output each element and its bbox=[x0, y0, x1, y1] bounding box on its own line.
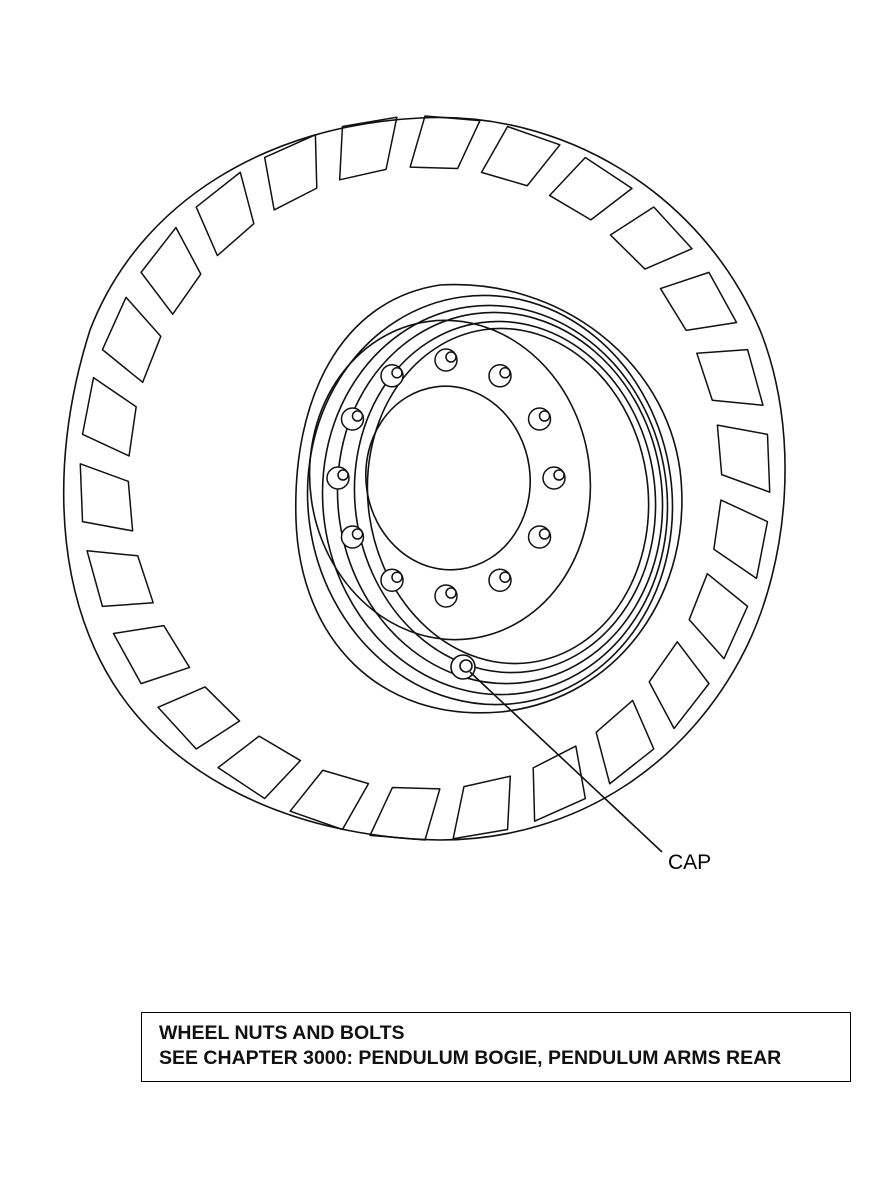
wheel-stud bbox=[499, 571, 511, 583]
tread-lug bbox=[609, 206, 693, 270]
tread-lug bbox=[548, 156, 633, 221]
tread-lug bbox=[696, 348, 764, 406]
wheel-stud bbox=[351, 410, 364, 422]
tread-lug bbox=[532, 745, 587, 822]
tread-lug bbox=[217, 735, 302, 800]
note-title: WHEEL NUTS AND BOLTS bbox=[159, 1022, 405, 1044]
wheel-stud bbox=[538, 528, 551, 540]
callout-label-cap: CAP bbox=[668, 851, 712, 874]
tread-lug bbox=[452, 775, 512, 840]
tire-outer-outline bbox=[62, 116, 786, 841]
wheel-stud bbox=[391, 367, 403, 379]
tread-lug bbox=[112, 624, 191, 685]
rim-ring-outer bbox=[306, 294, 674, 706]
wheel-stud bbox=[445, 587, 457, 599]
tread-lug bbox=[81, 376, 137, 457]
tread-lug bbox=[289, 769, 370, 831]
wheel-stud bbox=[351, 528, 364, 540]
wheel-stud bbox=[391, 571, 403, 583]
tread-lug bbox=[369, 786, 441, 841]
tread-lug bbox=[659, 271, 738, 332]
tread-lug bbox=[195, 171, 255, 257]
rim-ring-3 bbox=[336, 311, 664, 685]
tread-lug bbox=[157, 686, 241, 750]
tread-lug bbox=[595, 699, 655, 785]
note-box: WHEEL NUTS AND BOLTS SEE CHAPTER 3000: P… bbox=[141, 1012, 851, 1082]
rim-ring-5 bbox=[366, 327, 650, 665]
note-reference: SEE CHAPTER 3000: PENDULUM BOGIE, PENDUL… bbox=[159, 1047, 782, 1069]
wheel-stud bbox=[538, 410, 551, 422]
tire-sidewall bbox=[295, 283, 683, 714]
callout-leader-line bbox=[469, 671, 663, 853]
tread-lug bbox=[713, 499, 769, 580]
wheel-stud bbox=[337, 469, 349, 481]
tread-lug bbox=[140, 226, 202, 315]
tread-lug bbox=[648, 641, 710, 730]
tread-lug bbox=[409, 115, 481, 170]
rim-ring-4 bbox=[353, 320, 657, 674]
tread-lug bbox=[338, 116, 398, 181]
tread-lugs bbox=[79, 115, 771, 841]
wheel-stud bbox=[445, 351, 457, 363]
tread-lug bbox=[716, 424, 771, 493]
wheel-stud bbox=[499, 367, 511, 379]
wheel-nuts bbox=[326, 348, 566, 608]
tread-lug bbox=[86, 550, 154, 608]
tread-lug bbox=[263, 134, 318, 211]
hub-center bbox=[364, 385, 532, 571]
wheel-stud bbox=[553, 469, 565, 481]
rim-ring-2 bbox=[321, 304, 669, 696]
valve-cap-inner bbox=[459, 659, 473, 673]
tread-lug bbox=[688, 572, 749, 660]
tread-lug bbox=[101, 296, 162, 384]
hub-disk bbox=[308, 319, 592, 641]
tread-lug bbox=[480, 125, 561, 187]
tread-lug bbox=[79, 463, 134, 532]
